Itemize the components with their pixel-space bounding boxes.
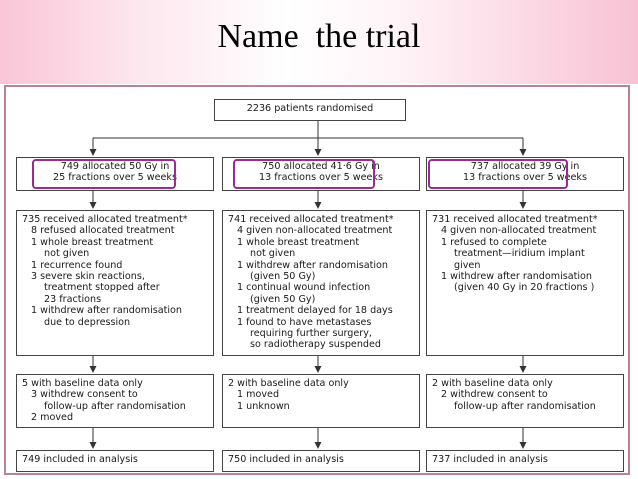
arm3-treatment-line: 1 refused to complete [441,236,547,248]
title-banner [0,0,638,84]
arm2-followup-line: 2 with baseline data only [228,378,349,389]
arm3-highlight [428,159,568,189]
arm1-treatment-line: 8 refused allocated treatment [31,225,175,237]
arm2-analysis-count: 750 included in analysis [228,454,344,465]
arm2-allocation-box: 750 allocated 41·6 Gy in 13 fractions ov… [222,157,420,191]
arm3-treatment-box: 731 received allocated treatment*4 given… [426,210,624,356]
arm2-treatment-line: 4 given non-allocated treatment [237,225,393,237]
arm2-analysis-box: 750 included in analysis [222,450,420,472]
arm1-treatment-line: not given [44,248,90,260]
arm3-followup-line: follow-up after randomisation [454,400,596,412]
arm2-treatment-line: so radiotherapy suspended [250,339,381,351]
arm1-followup-line: follow-up after randomisation [44,400,186,412]
arm1-highlight [32,159,176,189]
arm1-allocation-line: 25 fractions over 5 weeks [53,172,177,184]
arm2-treatment-line: 741 received allocated treatment* [228,214,394,225]
arm1-analysis-box: 749 included in analysis [16,450,214,472]
arm1-treatment-line: treatment stopped after [44,282,160,294]
arm1-followup-line: 5 with baseline data only [22,378,143,389]
arm2-treatment-line: 1 found to have metastases [237,316,372,328]
arm3-analysis-box: 737 included in analysis [426,450,624,472]
arm3-treatment-line: 731 received allocated treatment* [432,214,598,225]
arm2-treatment-line: (given 50 Gy) [250,271,316,283]
arm2-treatment-line: 1 continual wound infection [237,282,371,294]
arm1-analysis-count: 749 included in analysis [22,454,138,465]
arm3-allocation-box: 737 allocated 39 Gy in 13 fractions over… [426,157,624,191]
arm3-followup-line: 2 withdrew consent to [441,389,548,401]
arm1-allocation-line: 749 allocated 50 Gy in [60,161,170,172]
arm3-treatment-line: 1 withdrew after randomisation [441,271,593,283]
arm2-treatment-line: (given 50 Gy) [250,293,316,305]
arm2-treatment-box: 741 received allocated treatment*4 given… [222,210,420,356]
arm2-allocation-line: 13 fractions over 5 weeks [259,172,383,184]
arm3-allocation-line: 13 fractions over 5 weeks [463,172,587,184]
arm1-followup-line: 3 withdrew consent to [31,389,138,401]
arm1-treatment-line: due to depression [44,316,131,328]
arm2-highlight [233,159,375,189]
arm1-treatment-box: 735 received allocated treatment*8 refus… [16,210,214,356]
arm2-treatment-line: 1 whole breast treatment [237,236,360,248]
arm3-treatment-line: given [454,259,481,271]
arm1-treatment-line: 3 severe skin reactions, [31,271,145,283]
arm3-followup-line: 2 with baseline data only [432,378,553,389]
arm1-treatment-line: 1 withdrew after randomisation [31,305,183,317]
arm3-analysis-count: 737 included in analysis [432,454,548,465]
arm2-treatment-line: not given [250,248,296,260]
arm3-treatment-line: treatment—iridium implant [454,248,585,260]
arm1-treatment-line: 23 fractions [44,293,102,305]
arm2-followup-line: 1 moved [237,389,280,401]
arm1-treatment-line: 1 recurrence found [31,259,123,271]
arm2-treatment-line: 1 withdrew after randomisation [237,259,389,271]
arm2-allocation-line: 750 allocated 41·6 Gy in [262,161,380,172]
randomised-box: 2236 patients randomised [214,99,406,121]
arm1-followup-line: 2 moved [31,412,74,424]
arm1-treatment-line: 735 received allocated treatment* [22,214,188,225]
arm2-followup-line: 1 unknown [237,400,290,412]
slide-title: Name the trial [217,18,421,55]
arm1-treatment-line: 1 whole breast treatment [31,236,154,248]
arm1-allocation-box: 749 allocated 50 Gy in 25 fractions over… [16,157,214,191]
arm3-allocation-line: 737 allocated 39 Gy in [470,161,580,172]
arm3-treatment-line: (given 40 Gy in 20 fractions ) [454,282,595,294]
randomised-count: 2236 patients randomised [246,103,374,114]
arm3-treatment-line: 4 given non-allocated treatment [441,225,597,237]
arm2-treatment-line: 1 treatment delayed for 18 days [237,305,393,317]
arm2-treatment-line: requiring further surgery, [250,328,372,340]
